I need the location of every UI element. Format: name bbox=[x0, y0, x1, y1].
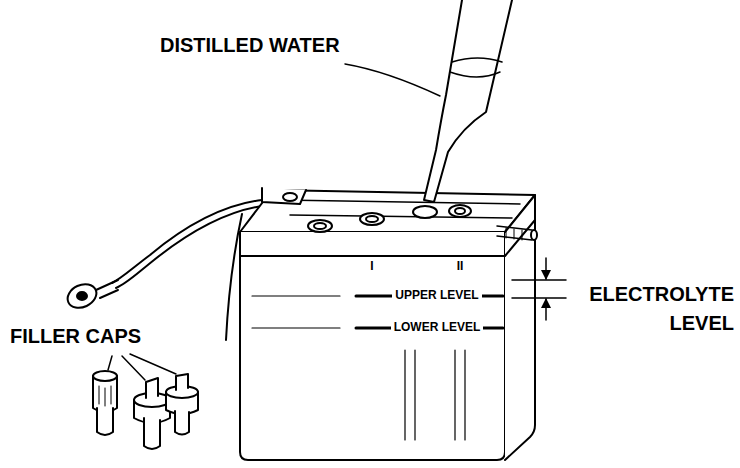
battery-body bbox=[413, 206, 437, 218]
battery-wire bbox=[96, 280, 118, 298]
leader-line bbox=[130, 354, 176, 374]
leader-line bbox=[345, 64, 440, 96]
battery-body bbox=[240, 188, 537, 460]
filler-cap bbox=[176, 374, 188, 390]
battery-wire bbox=[77, 292, 87, 300]
filler-cap bbox=[144, 418, 160, 449]
filler-cap bbox=[97, 408, 113, 435]
battery-body bbox=[455, 208, 465, 214]
battery-body bbox=[240, 220, 535, 256]
filler-cap bbox=[175, 411, 189, 435]
battery-wire bbox=[64, 280, 100, 313]
dimension-marks bbox=[545, 258, 547, 279]
battery-body bbox=[314, 223, 326, 229]
dimension-marks bbox=[545, 299, 547, 320]
callout-label: DISTILLED WATER bbox=[160, 33, 340, 57]
cell-marking: II bbox=[457, 259, 464, 273]
battery-wire bbox=[64, 200, 262, 340]
dimension-marks bbox=[512, 258, 566, 320]
level-marking: LOWER LEVEL bbox=[391, 320, 484, 334]
filler-cap bbox=[93, 371, 117, 381]
battery-body bbox=[497, 226, 532, 240]
battery-body bbox=[252, 296, 340, 328]
battery-body bbox=[308, 220, 332, 232]
dimension-marks bbox=[512, 297, 566, 299]
callout-label: ELECTROLYTE LEVEL bbox=[562, 280, 734, 338]
battery-body bbox=[240, 232, 505, 460]
dimension-marks bbox=[512, 279, 566, 281]
battery-body bbox=[283, 193, 297, 201]
filler-cap bbox=[93, 371, 198, 449]
battery-body bbox=[506, 228, 522, 240]
battery-body bbox=[360, 213, 384, 225]
level-marking: UPPER LEVEL bbox=[392, 288, 481, 302]
pipette bbox=[450, 72, 500, 77]
battery-body bbox=[366, 216, 378, 222]
battery-body bbox=[449, 205, 471, 217]
battery-body bbox=[531, 230, 537, 240]
filler-cap bbox=[146, 378, 158, 398]
pipette bbox=[424, 0, 512, 202]
battery-body bbox=[282, 200, 520, 204]
battery-body bbox=[405, 350, 465, 440]
cell-marking: I bbox=[370, 259, 373, 273]
pipette bbox=[424, 0, 512, 202]
battery-body bbox=[290, 215, 512, 218]
battery-body bbox=[262, 188, 306, 204]
pipette bbox=[452, 58, 502, 62]
filler-cap bbox=[99, 386, 111, 406]
leader-line bbox=[108, 356, 112, 370]
callout-label: FILLER CAPS bbox=[10, 324, 141, 348]
